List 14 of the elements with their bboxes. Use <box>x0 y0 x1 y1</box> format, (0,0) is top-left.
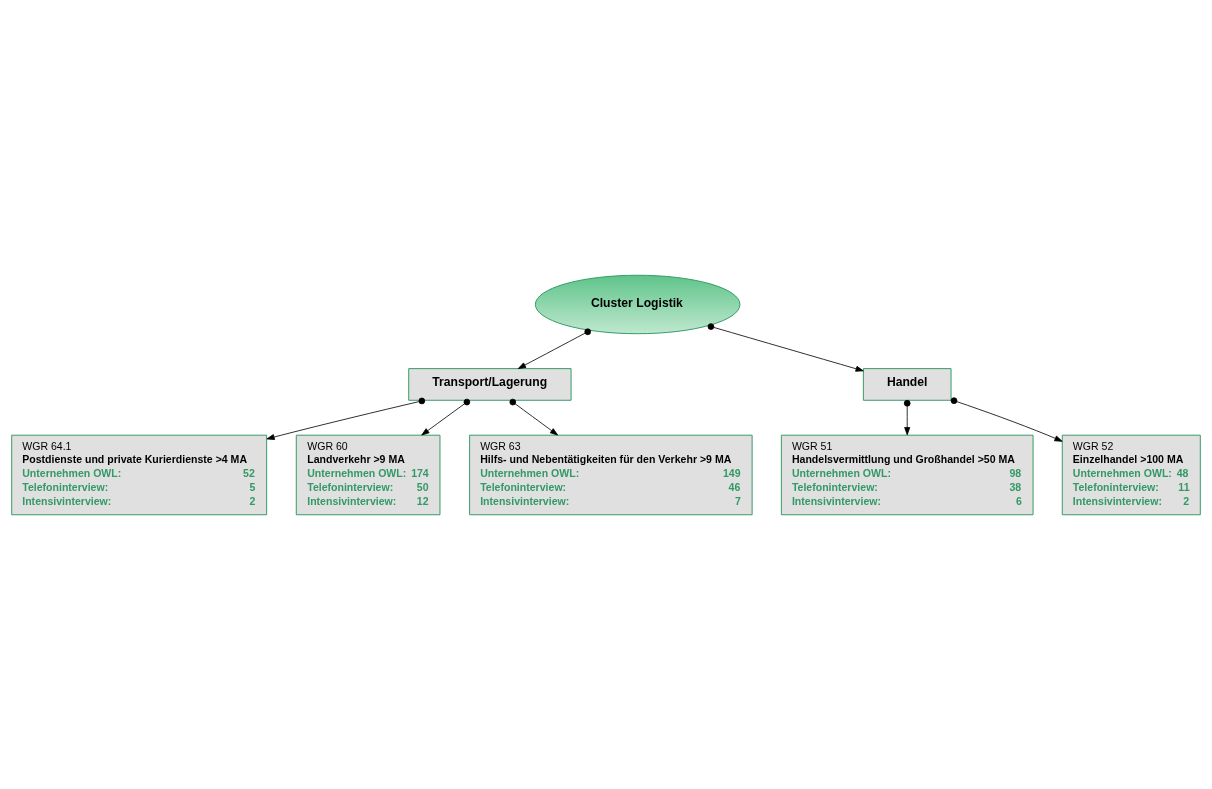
arrow <box>421 398 471 435</box>
arrow <box>517 327 592 369</box>
node-box: Handel <box>862 367 952 401</box>
arrow <box>266 397 426 440</box>
node-box: WGR 52 Einzelhandel >100 MA Unternehmen OWL: 48 Telefoninterview: 11 Intensivinterview: 2 <box>1061 434 1201 515</box>
node-box: WGR 60 Landverkehr >9 MA Unternehmen OWL: 174 Telefoninterview: 50 Intensivinterview: 12 <box>295 434 441 515</box>
node-box: WGR 64.1 Postdienste und private Kurierdienste >4 MA Unternehmen OWL: 52 Telefoninterview: 5 Intensivinterview: 2 <box>11 434 268 515</box>
arrow <box>707 322 864 372</box>
node-box: WGR 63 Hilfs- und Nebentätigkeiten für den Verkehr >9 MA Unternehmen OWL: 149 Telefoninterview: 46 Intensivinterview: 7 <box>469 434 753 515</box>
arrow <box>509 398 559 435</box>
node-box: Transport/Lagerung <box>408 367 572 401</box>
node-box: WGR 51 Handelsvermittlung und Großhandel >50 MA Unternehmen OWL: 98 Telefoninterview: 38 Intensivinterview: 6 <box>780 434 1034 515</box>
arrow <box>950 396 1063 442</box>
arrow <box>903 399 911 435</box>
